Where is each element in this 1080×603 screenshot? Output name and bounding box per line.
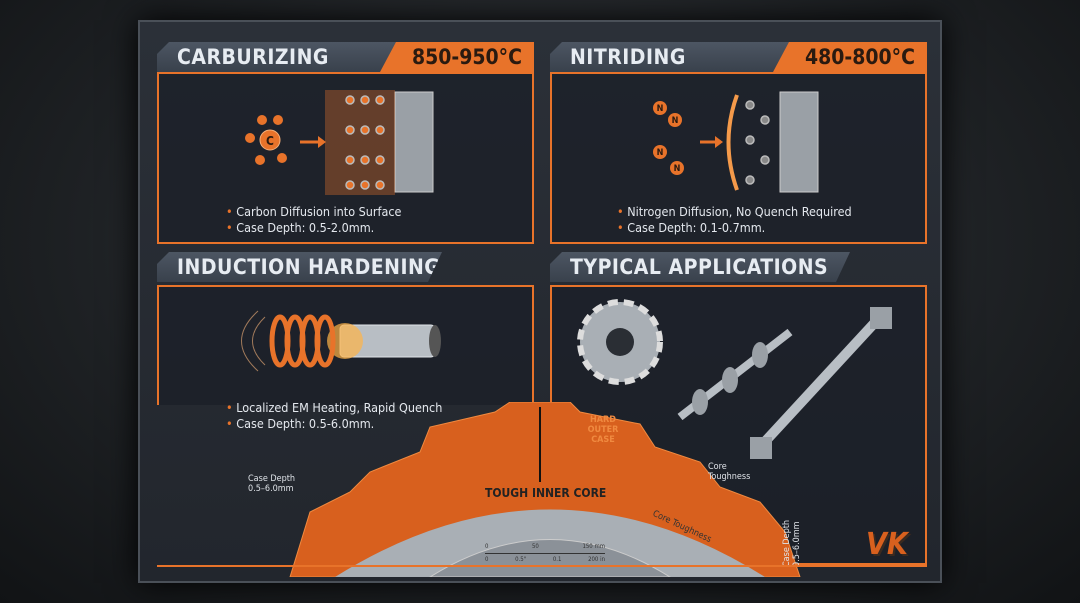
scale-tick: 0	[485, 543, 489, 550]
core-toughness-label: Core Toughness	[708, 462, 751, 482]
lattice	[345, 95, 385, 190]
infographic-board: CARBURIZING 850-950°C C Carbon Diffusion…	[138, 20, 942, 583]
bullet: Case Depth: 0.1-0.7mm.	[617, 220, 852, 236]
carburizing-title: CARBURIZING	[157, 42, 397, 72]
induction-title: INDUCTION HARDENING	[157, 252, 442, 282]
carbon-diffusion-illustration: C	[245, 90, 434, 195]
applications-title: TYPICAL APPLICATIONS	[550, 252, 850, 282]
induction-coil-illustration	[241, 310, 441, 372]
scale-tick: 200 in	[588, 556, 605, 563]
nitriding-temp: 480-800°C	[773, 42, 927, 72]
bullet: Case Depth: 0.5-6.0mm.	[226, 416, 442, 432]
bullet: Case Depth: 0.5-2.0mm.	[226, 220, 401, 236]
gear-cross-section-diagram	[289, 402, 801, 577]
carburizing-bullets: Carbon Diffusion into Surface Case Depth…	[226, 204, 401, 236]
tough-inner-core-label: TOUGH INNER CORE	[485, 486, 607, 500]
nitriding-bullets: Nitrogen Diffusion, No Quench Required C…	[617, 204, 852, 236]
scale-tick: 0.5"	[515, 556, 527, 563]
carburizing-temp: 850-950°C	[380, 42, 534, 72]
scale-tick: 0	[485, 556, 489, 563]
nitrogen-atom-label: N	[674, 164, 681, 174]
scale-bar: 0 50 150 mm 0 0.5" 0.1 200 in	[485, 542, 605, 565]
case-depth-left-label: Case Depth 0.5–6.0mm	[248, 474, 296, 494]
hard-outer-case-label: HARD OUTER CASE	[587, 415, 619, 445]
camshaft-icon	[677, 328, 793, 421]
carbon-atom-label: C	[266, 134, 274, 148]
nitrogen-atom-label: N	[657, 104, 664, 114]
nitriding-title: NITRIDING	[550, 42, 790, 72]
bullet: Carbon Diffusion into Surface	[226, 204, 401, 220]
scale-tick: 50	[532, 543, 539, 550]
gear-part-icon	[577, 299, 663, 385]
bullet: Nitrogen Diffusion, No Quench Required	[617, 204, 851, 220]
bottom-accent-line	[157, 565, 927, 567]
case-depth-right-label: Case Depth 0.5–6.0mm	[782, 519, 802, 567]
scale-tick: 150 mm	[582, 543, 605, 550]
scale-tick: 0.1	[552, 556, 562, 563]
applications-illustration	[577, 299, 892, 459]
nitrogen-atom-label: N	[657, 148, 664, 158]
nitrogen-atom-label: N	[672, 116, 679, 126]
bullet: Localized EM Heating, Rapid Quench	[226, 400, 442, 416]
induction-bullets: Localized EM Heating, Rapid Quench Case …	[226, 400, 442, 432]
nitrogen-diffusion-illustration: N N N N	[653, 91, 819, 193]
vk-logo: VK	[866, 527, 908, 562]
drive-shaft-icon	[750, 307, 892, 459]
